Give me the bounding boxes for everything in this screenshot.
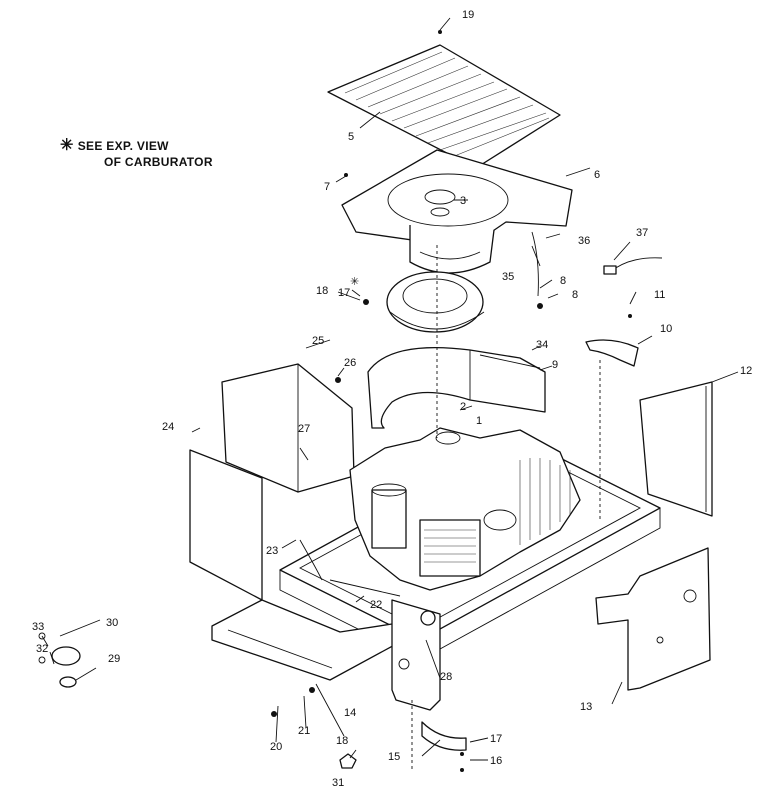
note-line-1: SEE EXP. VIEW	[77, 139, 169, 153]
callout-26: 26	[344, 357, 356, 369]
part-front-support-15	[391, 599, 441, 711]
callout-19: 18	[336, 735, 348, 747]
part-cylinder-baffle	[367, 347, 546, 429]
callout-18b: 17	[490, 733, 502, 745]
part-key-31	[339, 753, 357, 769]
part-engine	[349, 427, 581, 591]
callout-1: 1	[476, 415, 482, 427]
callout-32: 32	[36, 643, 48, 655]
callout-labels: 19 5 6 7 3 36 37 35 8 8 11 18 17 10 25 3…	[32, 9, 752, 789]
callout-31: 31	[332, 777, 344, 789]
callout-17: 17	[338, 287, 350, 299]
callout-13: 12	[740, 365, 752, 377]
part-top-screen	[327, 44, 561, 169]
part-switch-assembly	[38, 632, 81, 688]
callout-7: 6	[594, 169, 600, 181]
callout-18: 18	[316, 285, 328, 297]
callout-23: 23	[266, 545, 278, 557]
callout-8: 7	[324, 181, 330, 193]
note-line-2: OF CARBURATOR	[104, 155, 213, 169]
part-right-bracket-14	[595, 547, 711, 691]
callout-25: 25	[312, 335, 324, 347]
callout-16: 15	[388, 751, 400, 763]
callout-36: 36	[578, 235, 590, 247]
callout-35: 35	[502, 271, 514, 283]
carburetor-note: ✳SEE EXP. VIEW OF CARBURATOR	[60, 138, 213, 170]
carburetor-asterisk-icon: ✳	[350, 276, 359, 288]
callout-6: 19	[462, 9, 474, 21]
callout-33: 33	[32, 621, 44, 633]
callout-30: 30	[106, 617, 118, 629]
callout-37: 37	[636, 227, 648, 239]
callout-5: 5	[348, 131, 354, 143]
callout-28: 28	[440, 671, 452, 683]
callout-9: 8	[572, 289, 578, 301]
callout-24: 24	[162, 421, 174, 433]
asterisk-icon: ✳	[60, 137, 74, 154]
part-blower-housing	[341, 149, 573, 274]
callout-27: 27	[298, 423, 310, 435]
callout-22: 22	[370, 599, 382, 611]
part-right-panel-13	[639, 381, 713, 517]
part-flywheel	[386, 271, 485, 333]
callout-8b: 8	[560, 275, 566, 287]
part-strap-16	[421, 721, 467, 751]
part-connector-37	[603, 265, 617, 275]
part-bracket-11	[585, 339, 639, 367]
callout-3: 3	[460, 195, 466, 207]
callout-12: 11	[654, 289, 665, 301]
callout-34: 34	[536, 339, 548, 351]
callout-10: 9	[552, 359, 558, 371]
part-28	[420, 610, 436, 626]
callout-15: 14	[344, 707, 356, 719]
callout-2: 2	[460, 401, 466, 413]
callout-20: 20	[270, 741, 282, 753]
callout-29: 29	[108, 653, 120, 665]
callout-14: 13	[580, 701, 592, 713]
callout-17b: 16	[490, 755, 502, 767]
callout-21: 21	[298, 725, 310, 737]
callout-11: 10	[660, 323, 672, 335]
